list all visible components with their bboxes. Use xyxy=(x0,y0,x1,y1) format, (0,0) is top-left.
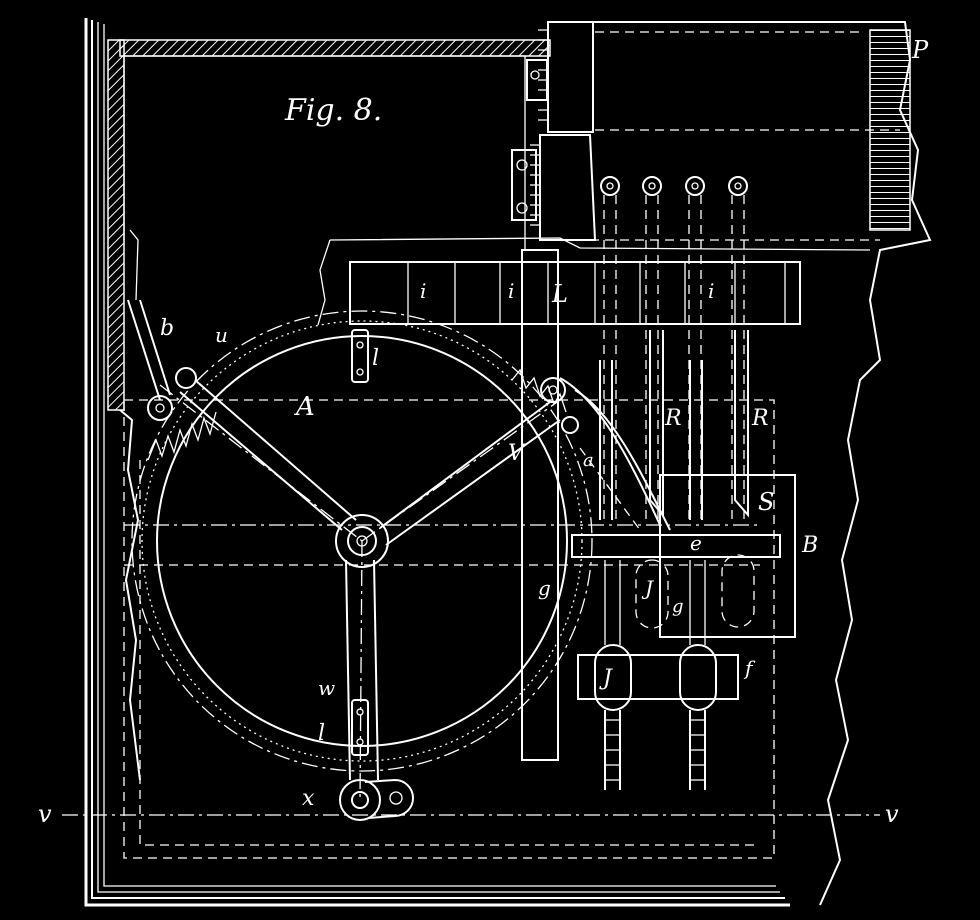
label-j-1: J xyxy=(641,576,654,600)
label-r-1: R xyxy=(664,406,682,431)
rods xyxy=(599,176,749,520)
label-i-3: i xyxy=(708,279,714,303)
left-pinion xyxy=(127,229,197,421)
guide-post xyxy=(521,249,559,761)
keys xyxy=(594,554,755,790)
label-i-1: i xyxy=(420,279,426,303)
pinion-teeth-left xyxy=(147,411,217,461)
bar-b xyxy=(571,534,781,558)
label-b-bar: B xyxy=(801,533,818,558)
pinion-teeth-right xyxy=(511,368,567,413)
break-line-top xyxy=(329,237,871,251)
label-u: u xyxy=(215,323,228,347)
label-v-right: v xyxy=(885,800,899,828)
upper-link xyxy=(351,329,369,383)
label-i-2: i xyxy=(508,279,514,303)
rack-strip xyxy=(869,29,911,231)
label-s: S xyxy=(758,488,774,516)
label-p: P xyxy=(911,36,929,64)
guide-block xyxy=(577,654,739,700)
figure-title: Fig. 8. xyxy=(284,93,382,128)
label-e: e xyxy=(690,531,702,555)
label-x: x xyxy=(302,786,315,811)
label-l-bar: L xyxy=(551,280,568,308)
gear-segment-upper xyxy=(526,21,594,133)
inner-housing-outline xyxy=(139,460,760,846)
lower-link xyxy=(351,699,369,756)
casing-frame xyxy=(84,18,790,907)
label-j-2: J xyxy=(599,666,613,691)
label-a-small: a xyxy=(583,450,594,471)
label-v-arm: V xyxy=(508,441,526,466)
broken-section-left xyxy=(119,409,141,781)
label-b: b xyxy=(160,316,174,341)
lower-housing-outline xyxy=(123,399,775,859)
label-l-top: l xyxy=(372,346,379,371)
label-l-bottom: l xyxy=(318,721,325,746)
label-r-2: R xyxy=(751,406,769,431)
break-line-mid xyxy=(317,239,331,326)
label-f: f xyxy=(743,656,756,680)
crank-x xyxy=(339,778,414,821)
label-v-left: v xyxy=(38,800,52,828)
label-w: w xyxy=(318,676,335,700)
label-g-1: g xyxy=(538,576,551,600)
right-pinion xyxy=(540,377,671,531)
gear-segment-lower xyxy=(511,134,597,241)
wheel-a xyxy=(124,310,760,801)
label-g-2: g xyxy=(672,596,684,617)
label-a-wheel: A xyxy=(294,392,315,422)
type-segment-bar xyxy=(349,261,801,325)
